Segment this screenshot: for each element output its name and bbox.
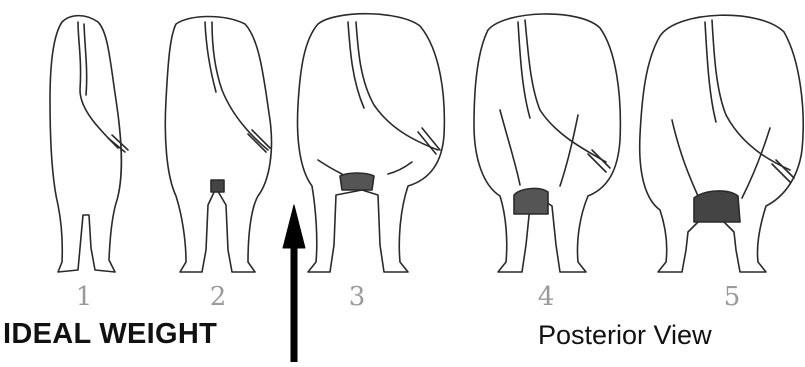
cow-rear-heavy-icon [474,14,620,272]
score-label-5: 5 [712,282,752,312]
score-label-3: 3 [337,282,377,312]
cow-rear-obese-icon [640,15,804,272]
ideal-pointer-arrow-icon [283,205,305,362]
ideal-weight-label: IDEAL WEIGHT [3,318,217,351]
cow-rear-ideal-icon [298,14,445,272]
cow-rear-lean-icon [165,17,271,273]
score-label-1: 1 [64,282,104,312]
score-label-2: 2 [198,282,238,312]
cow-rear-thin-icon [50,16,128,272]
score-label-4: 4 [526,282,566,312]
view-caption: Posterior View [538,320,712,351]
